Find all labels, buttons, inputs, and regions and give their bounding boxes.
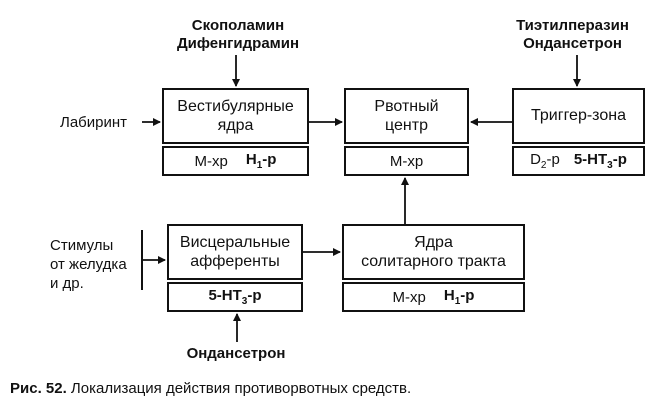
drug-label-scopolamine: Скополамин bbox=[191, 17, 285, 34]
trigger-zone-box: Триггер-зона bbox=[512, 88, 645, 144]
solitary-title-line-2: солитарного тракта bbox=[361, 253, 506, 270]
solitary-title-line-1: Ядра bbox=[414, 234, 453, 251]
visceral-afferents-box: Висцеральные афференты bbox=[167, 224, 303, 280]
drug-label-ondansetron-bottom: Ондансетрон bbox=[186, 345, 286, 362]
input-label-stimuli-1: Стимулы bbox=[50, 237, 114, 254]
vomiting-title-line-2: центр bbox=[385, 117, 428, 134]
vestibular-nuclei-box: Вестибулярные ядра bbox=[162, 88, 309, 144]
trigger-receptor-5ht3: 5-HT3-р bbox=[573, 151, 627, 171]
vestibular-title-line-1: Вестибулярные bbox=[177, 98, 294, 115]
drug-label-ondansetron-top: Ондансетрон bbox=[523, 35, 622, 52]
trigger-receptors-box: D2-р 5-HT3-р bbox=[512, 146, 645, 176]
trigger-zone-title: Триггер-зона bbox=[531, 107, 626, 124]
visceral-title-line-1: Висцеральные bbox=[179, 234, 291, 251]
vestibular-receptor-h1: H1-р bbox=[245, 151, 277, 171]
input-label-stimuli-3: и др. bbox=[50, 275, 84, 292]
solitary-receptor-m: М-хр bbox=[392, 288, 426, 306]
vestibular-receptor-m: М-хр bbox=[194, 152, 228, 170]
caption-label: Рис. 52. bbox=[10, 380, 67, 397]
vestibular-title-line-2: ядра bbox=[217, 117, 254, 134]
vomiting-receptors-box: М-хр bbox=[344, 146, 469, 176]
drug-label-thiethylperazine: Тиэтилперазин bbox=[516, 17, 629, 34]
vomiting-title-line-1: Рвотный bbox=[374, 98, 439, 115]
input-label-labyrinth: Лабиринт bbox=[60, 114, 128, 131]
visceral-receptor-5ht3: 5-HT3-р bbox=[208, 287, 262, 307]
visceral-title-line-2: афференты bbox=[190, 253, 280, 270]
vomiting-center-box: Рвотный центр bbox=[344, 88, 469, 144]
stimuli-bracket-line bbox=[141, 230, 143, 290]
vestibular-receptors-box: М-хр H1-р bbox=[162, 146, 309, 176]
trigger-receptor-d2: D2-р bbox=[530, 151, 560, 171]
solitary-receptor-h1: H1-р bbox=[443, 287, 475, 307]
visceral-receptors-box: 5-HT3-р bbox=[167, 282, 303, 312]
solitary-receptors-box: М-хр H1-р bbox=[342, 282, 525, 312]
caption-text: Локализация действия противорвотных сред… bbox=[66, 380, 412, 397]
input-label-stimuli-2: от желудка bbox=[50, 256, 127, 273]
figure-caption: Рис. 52. Локализация действия противорво… bbox=[10, 380, 411, 397]
drug-label-diphenhydramine: Дифенгидрамин bbox=[176, 35, 300, 52]
solitary-tract-box: Ядра солитарного тракта bbox=[342, 224, 525, 280]
vomiting-receptor-m: М-хр bbox=[389, 152, 424, 170]
